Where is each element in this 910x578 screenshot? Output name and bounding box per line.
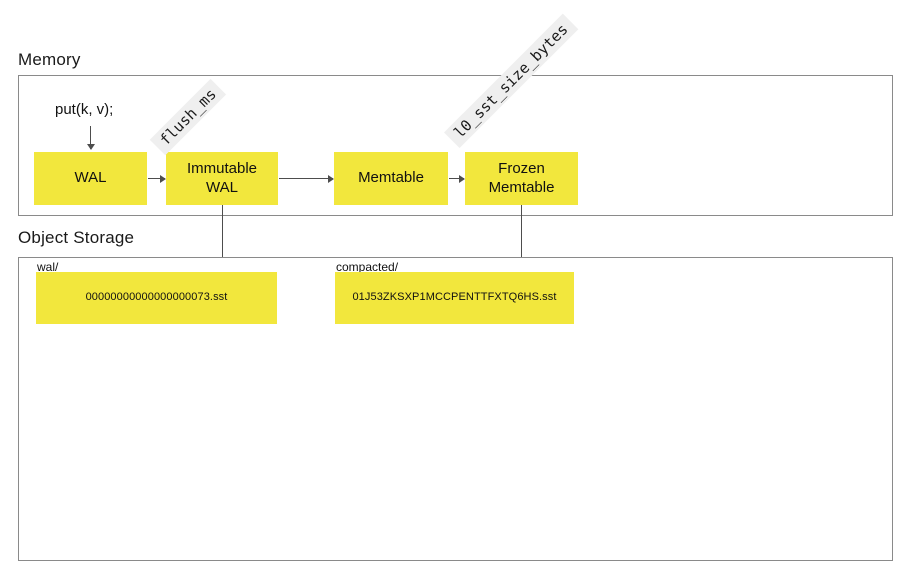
arrow-wal-to-immutable-wal bbox=[148, 174, 166, 183]
object-storage-section-title: Object Storage bbox=[18, 228, 135, 247]
arrowhead-right-icon bbox=[328, 174, 334, 183]
node-memtable: Memtable bbox=[334, 152, 448, 205]
wal-prefix-label: wal/ bbox=[37, 260, 59, 274]
arrow-immutable-wal-to-memtable bbox=[279, 174, 334, 183]
node-immutable-wal: Immutable WAL bbox=[166, 152, 278, 205]
memory-container bbox=[18, 75, 893, 216]
node-frozen-memtable: Frozen Memtable bbox=[465, 152, 578, 205]
put-call-label: put(k, v); bbox=[55, 101, 114, 118]
compacted-prefix-label: compacted/ bbox=[336, 260, 399, 274]
memory-section-title: Memory bbox=[18, 50, 81, 69]
wal-sst-file-node: 00000000000000000073.sst bbox=[36, 272, 277, 324]
compacted-sst-file-node: 01J53ZKSXP1MCCPENTTFXTQ6HS.sst bbox=[335, 272, 574, 324]
arrowhead-right-icon bbox=[160, 174, 166, 183]
arrowhead-down-icon bbox=[86, 144, 95, 150]
node-wal: WAL bbox=[34, 152, 147, 205]
arrowhead-right-icon bbox=[459, 174, 465, 183]
arrow-memtable-to-frozen-memtable bbox=[449, 174, 465, 183]
arrow-put-to-wal bbox=[86, 126, 95, 150]
